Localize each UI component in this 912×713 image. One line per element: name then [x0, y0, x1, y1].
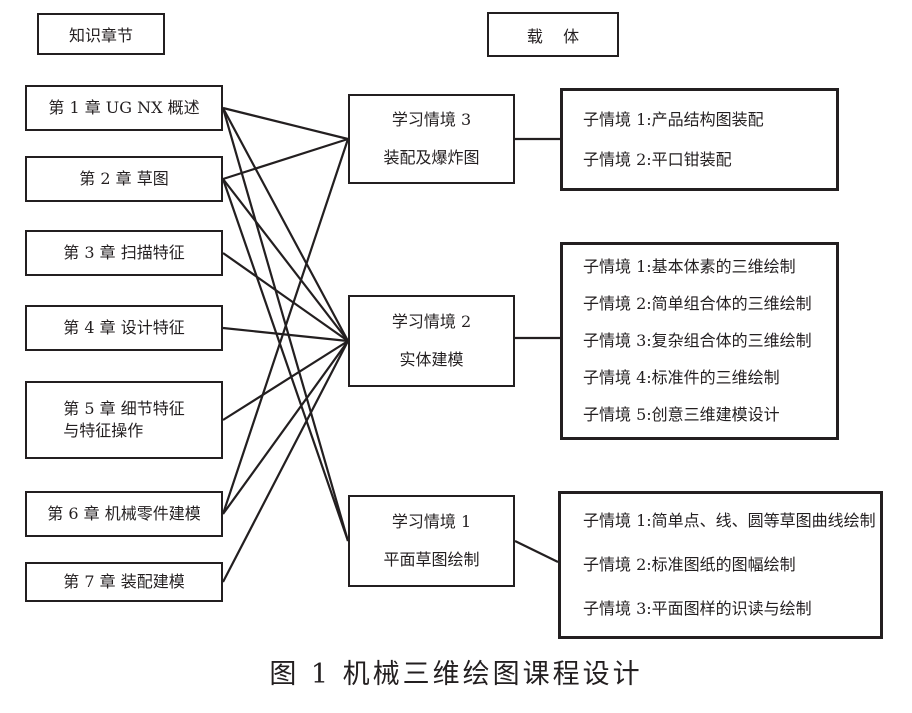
chapter-label: 第 5 章 细节特征 与特征操作: [63, 399, 185, 440]
header-carrier-label: 载 体: [526, 26, 580, 46]
chapter-5-box: 第 5 章 细节特征 与特征操作: [25, 381, 223, 459]
sub-scenario-item: 子情境 3:平面图样的识读与绘制: [583, 599, 812, 618]
sub-scenario-item: 子情境 2:标准图纸的图幅绘制: [583, 555, 796, 574]
scenario-subtitle: 平面草图绘制: [383, 550, 480, 569]
connector-chapter-6-to-scenario-2: [222, 340, 349, 515]
chapter-label: 第 2 章 草图: [79, 169, 169, 188]
connector-chapter-1-to-scenario-2: [222, 107, 349, 342]
scenario-2-box: 学习情境 2 实体建模: [348, 295, 515, 387]
connector-chapter-2-to-scenario-2: [222, 178, 349, 342]
chapter-label: 第 7 章 装配建模: [63, 572, 185, 591]
sub-scenario-item: 子情境 5:创意三维建模设计: [583, 405, 780, 424]
scenario-3-box: 学习情境 3 装配及爆炸图: [348, 94, 515, 184]
connector-scenario-1-to-subs: [514, 540, 559, 563]
sub-scenario-item: 子情境 1:基本体素的三维绘制: [583, 257, 796, 276]
chapter-label: 第 3 章 扫描特征: [63, 243, 185, 262]
sub-scenario-item: 子情境 1:产品结构图装配: [583, 109, 764, 129]
sub-scenarios-1-box: 子情境 1:简单点、线、圆等草图曲线绘制 子情境 2:标准图纸的图幅绘制 子情境…: [558, 491, 883, 639]
chapter-2-box: 第 2 章 草图: [25, 156, 223, 202]
header-carrier: 载 体: [487, 12, 619, 57]
chapter-label: 第 1 章 UG NX 概述: [48, 98, 200, 117]
connector-chapter-6-to-scenario-3: [221, 138, 350, 515]
sub-scenario-item: 子情境 3:复杂组合体的三维绘制: [583, 331, 812, 350]
scenario-subtitle: 实体建模: [399, 350, 464, 369]
scenario-title: 学习情境 1: [391, 512, 472, 531]
scenario-1-box: 学习情境 1 平面草图绘制: [348, 495, 515, 587]
scenario-title: 学习情境 3: [391, 110, 472, 129]
connector-chapter-2-to-scenario-3: [222, 137, 349, 181]
chapter-3-box: 第 3 章 扫描特征: [25, 230, 223, 276]
sub-scenarios-3-box: 子情境 1:产品结构图装配 子情境 2:平口钳装配: [560, 88, 839, 191]
sub-scenario-item: 子情境 2:平口钳装配: [583, 149, 732, 169]
chapter-6-box: 第 6 章 机械零件建模: [25, 491, 223, 537]
connector-chapter-4-to-scenario-2: [222, 326, 349, 343]
connector-chapter-2-to-scenario-1: [221, 178, 350, 542]
chapter-4-box: 第 4 章 设计特征: [25, 305, 223, 351]
header-knowledge-label: 知识章节: [68, 26, 133, 45]
scenario-title: 学习情境 2: [391, 312, 472, 331]
sub-scenario-item: 子情境 2:简单组合体的三维绘制: [583, 294, 812, 313]
chapter-7-box: 第 7 章 装配建模: [25, 562, 223, 602]
chapter-label: 第 4 章 设计特征: [63, 318, 185, 337]
chapter-1-box: 第 1 章 UG NX 概述: [25, 85, 223, 131]
connector-chapter-5-to-scenario-2: [222, 340, 349, 421]
header-knowledge-chapters: 知识章节: [37, 13, 165, 55]
connector-chapter-7-to-scenario-2: [222, 340, 349, 583]
sub-scenario-item: 子情境 4:标准件的三维绘制: [583, 368, 780, 387]
sub-scenarios-2-box: 子情境 1:基本体素的三维绘制 子情境 2:简单组合体的三维绘制 子情境 3:复…: [560, 242, 839, 440]
connector-chapter-1-to-scenario-3: [222, 106, 349, 141]
sub-scenario-item: 子情境 1:简单点、线、圆等草图曲线绘制: [583, 511, 876, 530]
chapter-label: 第 6 章 机械零件建模: [47, 504, 201, 523]
figure-caption: 图 1 机械三维绘图课程设计: [269, 659, 643, 690]
connector-chapter-3-to-scenario-2: [222, 252, 349, 342]
scenario-subtitle: 装配及爆炸图: [383, 148, 480, 167]
